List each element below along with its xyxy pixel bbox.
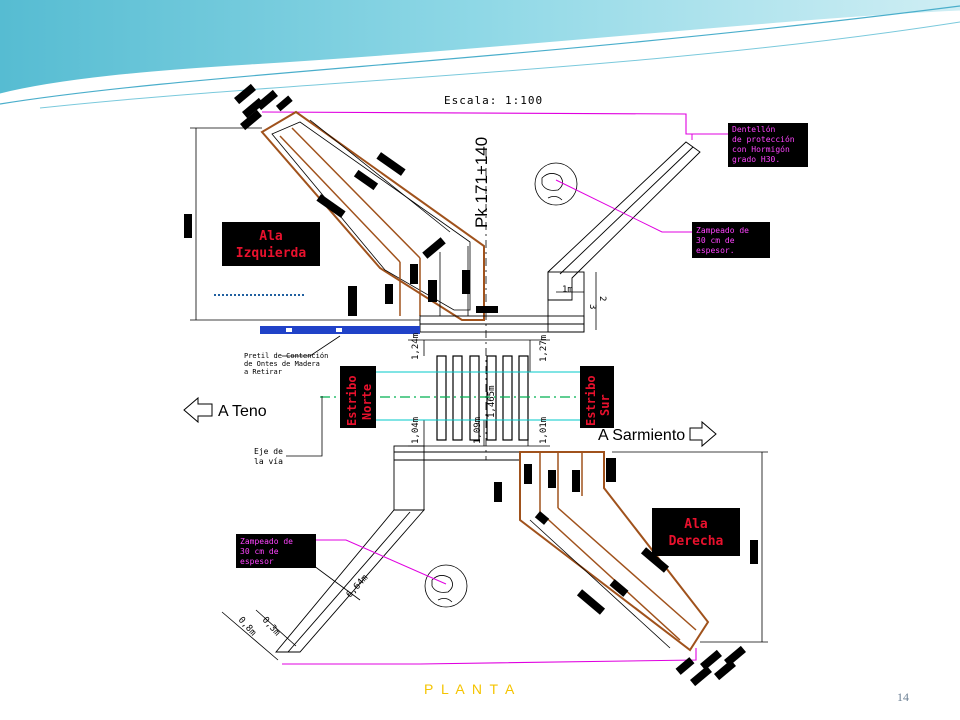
pretil-note: Pretil de Contención de Ontes de Madera … <box>244 352 328 376</box>
svg-text:Dentellón: Dentellón <box>732 124 776 134</box>
svg-text:2: 2 <box>597 296 607 301</box>
scale-label: Escala: 1:100 <box>444 94 543 107</box>
eje-note: Eje de la vía <box>254 447 283 466</box>
svg-text:Norte: Norte <box>360 384 374 420</box>
svg-text:Zampeado de: Zampeado de <box>240 537 293 546</box>
svg-text:con Hormigón: con Hormigón <box>732 144 790 154</box>
arrow-right-sarmiento: A Sarmiento <box>598 420 717 448</box>
svg-text:1,27m: 1,27m <box>539 335 549 362</box>
svg-text:Ala: Ala <box>684 517 708 532</box>
svg-text:6,64m: 6,64m <box>345 573 371 600</box>
svg-text:grado H30.: grado H30. <box>732 155 780 164</box>
svg-text:1,09m: 1,09m <box>473 417 483 444</box>
black-blocks <box>184 83 758 687</box>
estribo-sur-label: Estribo Sur <box>580 366 614 428</box>
svg-text:Izquierda: Izquierda <box>236 246 307 261</box>
svg-text:Eje de: Eje de <box>254 447 283 456</box>
road-deck <box>419 271 585 333</box>
leader-lines <box>316 133 730 585</box>
rock-symbols <box>424 162 578 608</box>
svg-text:1,01m: 1,01m <box>539 417 549 444</box>
svg-text:a Retirar: a Retirar <box>244 368 282 376</box>
svg-text:Ala: Ala <box>259 229 283 244</box>
ala-izquierda-label: Ala Izquierda <box>222 222 320 266</box>
deck-piles <box>436 355 529 441</box>
estribo-norte-label: Estribo Norte <box>340 366 376 428</box>
svg-text:1,04m: 1,04m <box>411 417 421 444</box>
ala-derecha-label: Ala Derecha <box>652 508 740 556</box>
svg-text:1,24m: 1,24m <box>411 333 421 360</box>
header-wave <box>0 0 960 109</box>
svg-text:de Ontes de Madera: de Ontes de Madera <box>244 360 320 368</box>
svg-text:30 cm de: 30 cm de <box>240 547 279 556</box>
svg-text:1,465m: 1,465m <box>487 385 497 418</box>
ala-derecha-wing <box>519 451 710 652</box>
svg-text:0,3m: 0,3m <box>260 615 282 638</box>
zampeado-bottom-note: Zampeado de 30 cm de espesor <box>236 534 316 568</box>
arrow-left-teno: A Teno <box>183 396 267 424</box>
svg-text:Estribo: Estribo <box>345 375 359 426</box>
bottom-left-wing <box>275 509 425 653</box>
svg-text:30 cm de: 30 cm de <box>696 236 735 245</box>
svg-text:la vía: la vía <box>254 457 283 466</box>
svg-text:Sur: Sur <box>598 394 612 416</box>
top-right-wing <box>547 141 701 301</box>
zampeado-top-note: Zampeado de 30 cm de espesor. <box>692 222 770 258</box>
ala-izquierda-wing <box>260 110 485 321</box>
svg-text:espesor.: espesor. <box>696 246 735 255</box>
dimension-texts: 1m 2 3 1,24m 1,27m 1,04m 1,09m 1,01m 1,4… <box>236 285 607 638</box>
pk-label: Pk 171+140 <box>472 137 491 228</box>
svg-text:Estribo: Estribo <box>584 375 598 426</box>
note-leaders <box>282 335 341 457</box>
svg-text:de protección: de protección <box>732 134 795 144</box>
page-number: 14 <box>897 690 909 704</box>
svg-text:3: 3 <box>587 304 597 309</box>
pretil-guard-rail <box>214 294 420 334</box>
sarmiento-label: A Sarmiento <box>598 427 685 444</box>
dentellon-note: Dentellón de protección con Hormigón gra… <box>728 123 808 167</box>
teno-label: A Teno <box>218 403 267 420</box>
svg-text:1m: 1m <box>562 285 573 295</box>
svg-text:Zampeado de: Zampeado de <box>696 226 749 235</box>
planta-title: P L A N T A <box>424 681 516 697</box>
svg-text:espesor: espesor <box>240 557 274 566</box>
svg-text:Derecha: Derecha <box>669 534 724 549</box>
svg-text:Pretil de Contención: Pretil de Contención <box>244 352 328 360</box>
